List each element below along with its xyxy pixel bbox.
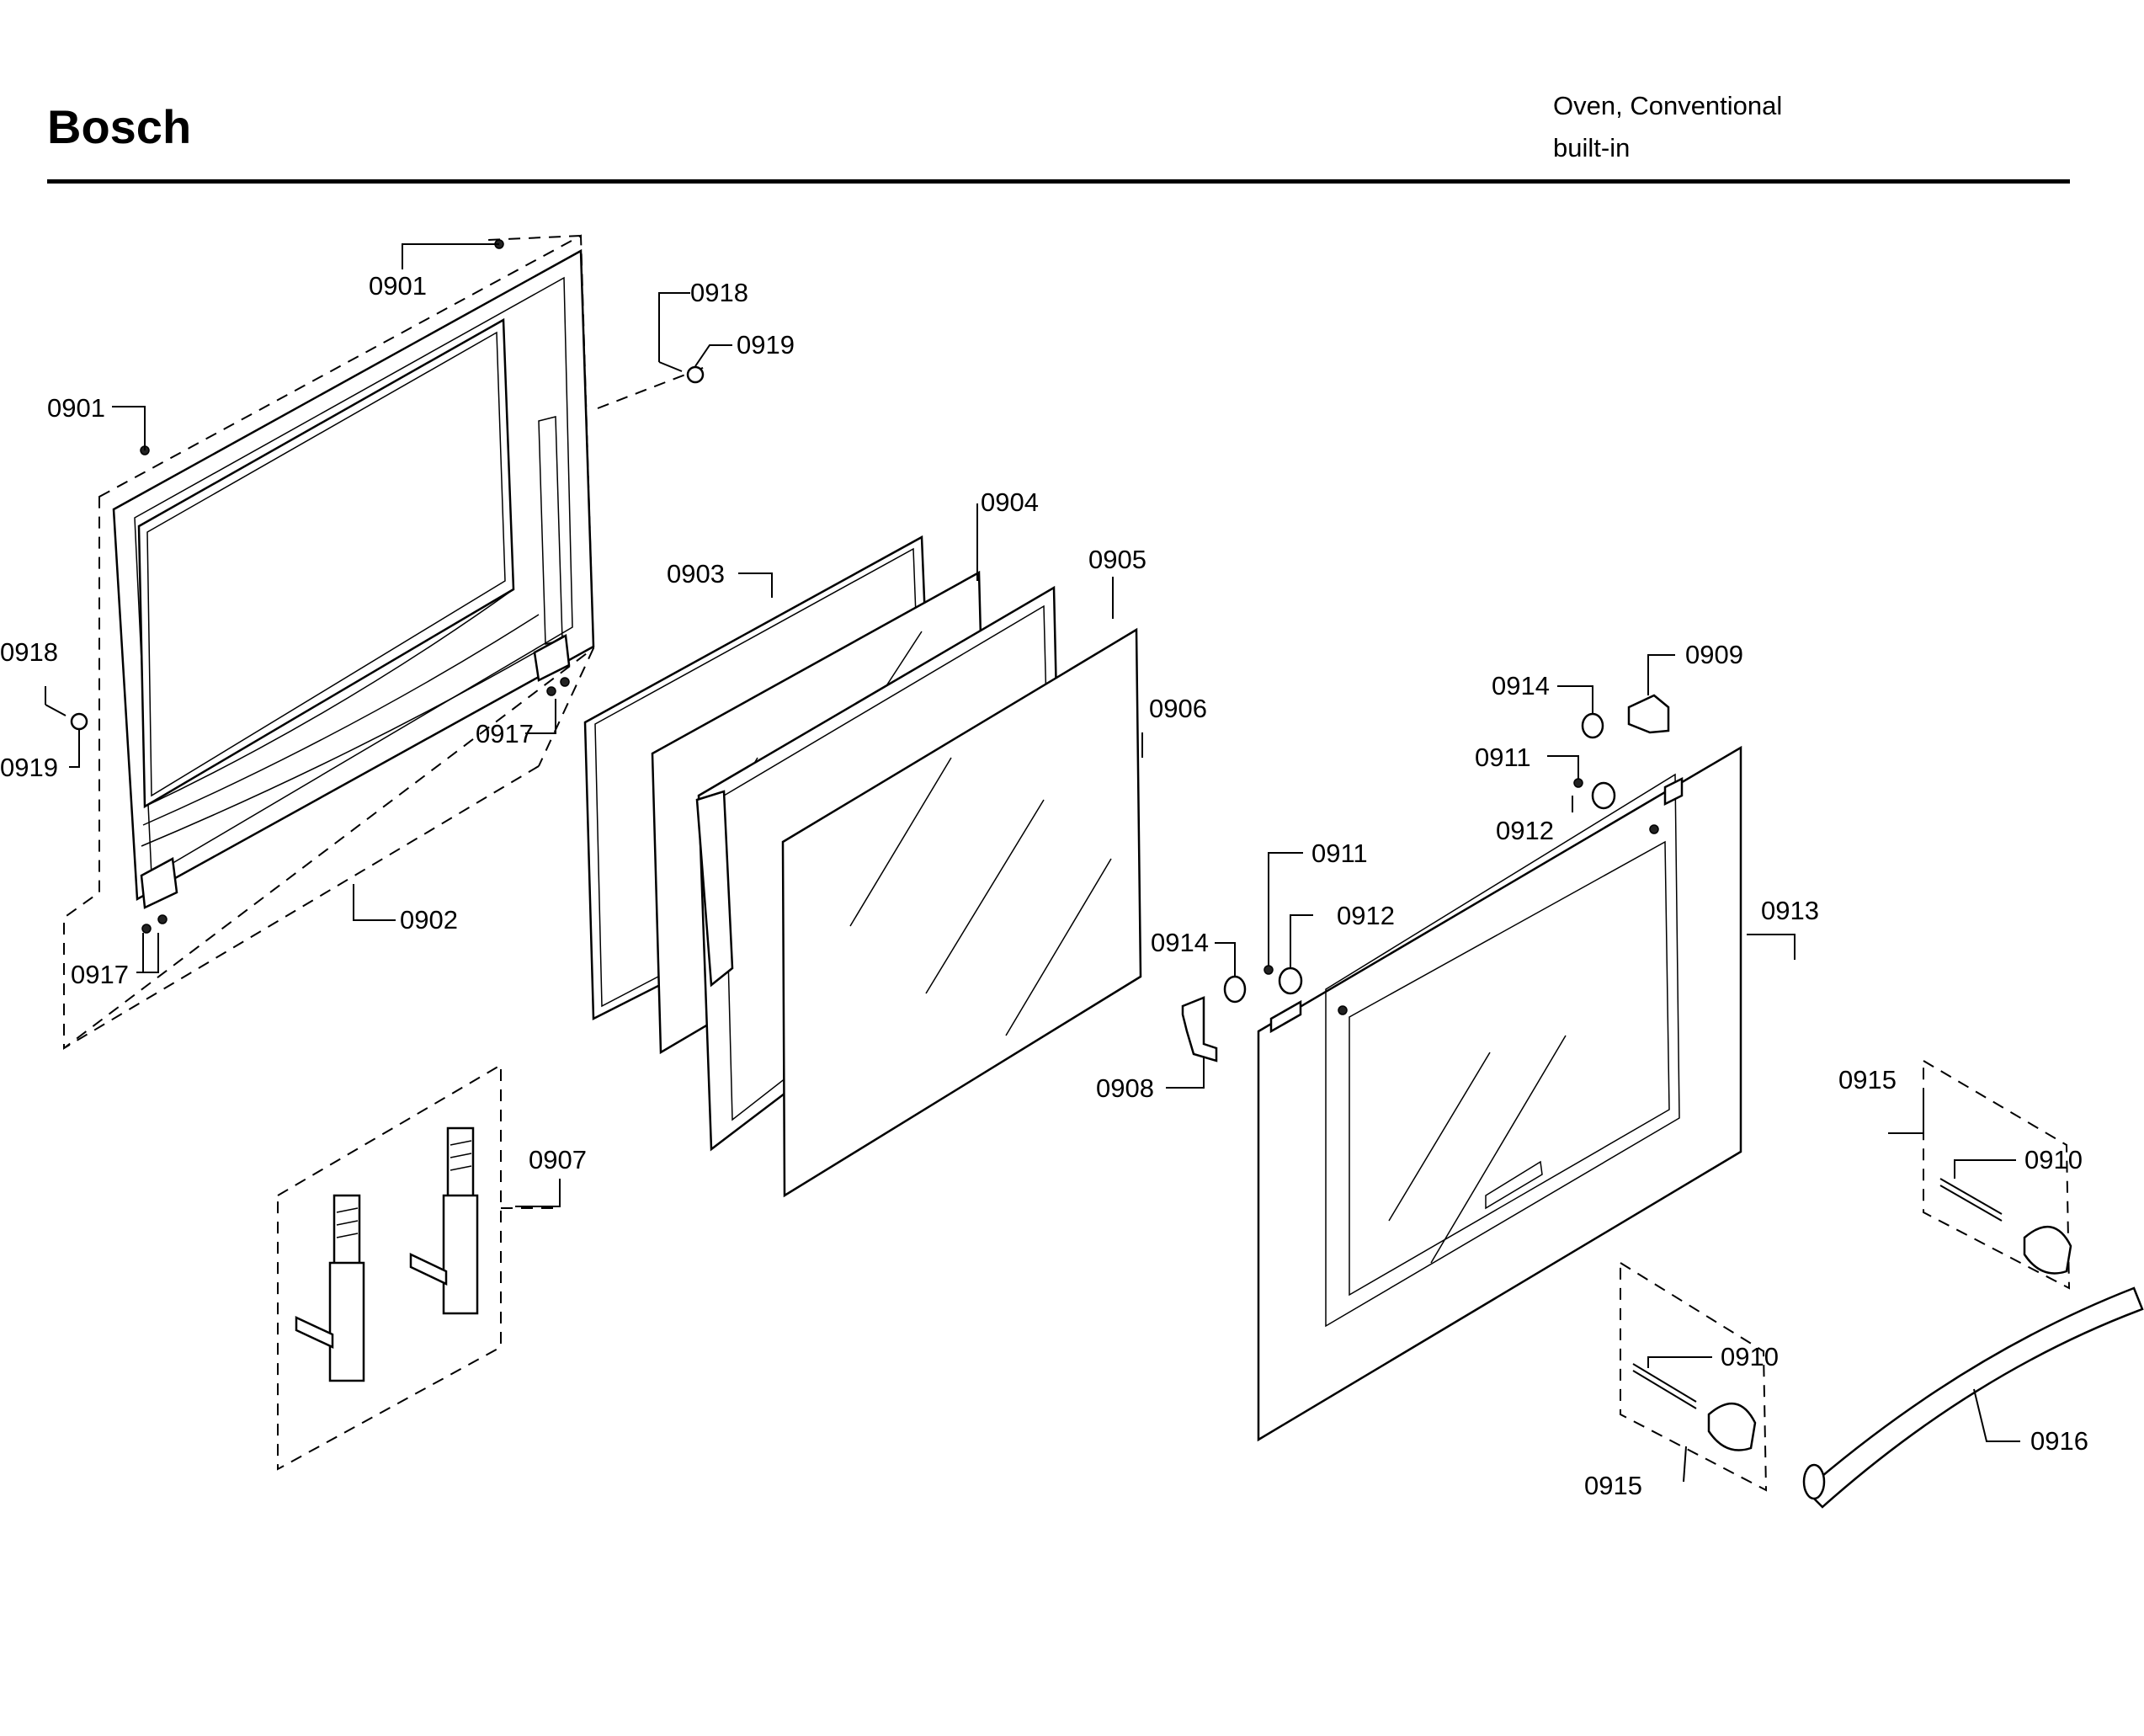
hinge-set	[277, 1063, 560, 1471]
callout-0919-top: 0919	[737, 330, 795, 359]
callout-0917-left: 0917	[71, 960, 129, 989]
outer-door-panel	[1257, 745, 1742, 1442]
callout-0906: 0906	[1149, 694, 1207, 723]
callout-0911-bottom: 0911	[1311, 839, 1368, 868]
outer-inner-glass	[781, 627, 1142, 1198]
callout-0910-bottom: 0910	[1721, 1342, 1779, 1371]
callout-0904: 0904	[981, 487, 1039, 517]
inner-door-frame	[45, 234, 708, 1051]
callout-0908: 0908	[1096, 1073, 1154, 1103]
callout-0916: 0916	[2030, 1426, 2088, 1456]
callout-0914-top: 0914	[1492, 671, 1550, 700]
callout-0912-top: 0912	[1496, 816, 1554, 845]
product-subtype: built-in	[1553, 133, 1631, 162]
handle-mount-left	[1620, 1261, 1768, 1492]
callout-0915-bottom: 0915	[1584, 1471, 1642, 1500]
callout-0913: 0913	[1761, 896, 1819, 925]
callout-0903: 0903	[667, 559, 725, 588]
callout-0910-top: 0910	[2024, 1145, 2083, 1174]
callout-0907: 0907	[529, 1145, 587, 1174]
callout-0917-right: 0917	[476, 719, 534, 748]
callout-0909: 0909	[1685, 640, 1743, 669]
callout-labels: 0901 0901 0918 0919 0918 0919 0917 0917 …	[0, 271, 2088, 1500]
handle-mount-right	[1923, 1059, 2072, 1290]
callout-0918-top: 0918	[690, 278, 748, 307]
brand-title: Bosch	[47, 100, 192, 153]
header-rule	[47, 179, 2070, 184]
callout-0901-left: 0901	[47, 393, 105, 423]
callout-0914-bottom: 0914	[1151, 928, 1209, 957]
callout-0919-left: 0919	[0, 753, 58, 782]
callout-0911-top: 0911	[1475, 743, 1531, 772]
leader-lines	[45, 243, 2020, 1483]
callout-0915-top: 0915	[1838, 1065, 1897, 1094]
door-hardware	[1181, 694, 1670, 1062]
callout-0901-top: 0901	[369, 271, 427, 301]
callout-0902: 0902	[400, 905, 458, 935]
callout-0912-bottom: 0912	[1337, 901, 1395, 930]
callout-0918-left: 0918	[0, 637, 58, 667]
product-type: Oven, Conventional	[1553, 91, 1783, 120]
door-handle	[1802, 1286, 2144, 1509]
callout-0905: 0905	[1088, 545, 1146, 574]
